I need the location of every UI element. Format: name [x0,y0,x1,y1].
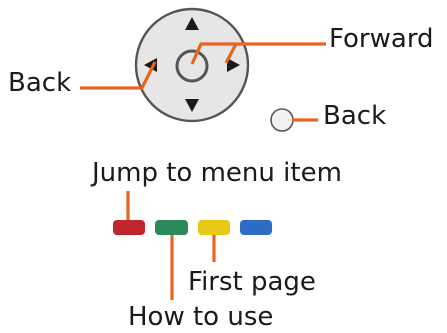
back-left-leader-line [80,61,157,90]
back-label-left: Back [8,68,72,98]
jump-to-menu-item-label: Jump to menu item [92,158,342,188]
back-button-icon [270,108,294,132]
yellow-button-icon [198,220,230,235]
green-button-icon [155,220,188,235]
down-arrow-icon [185,99,199,112]
leader-lines [80,42,326,300]
blue-button-icon [240,220,272,235]
up-arrow-icon [185,17,199,30]
first-page-label: First page [188,267,316,297]
navigation-pad-icon [134,7,250,123]
back-button-label: Back [323,101,387,131]
right-arrow-icon [227,58,240,72]
how-to-use-label: How to use [128,302,274,332]
forward-pointer-line [224,43,238,64]
forward-leader-line [190,42,326,65]
ok-ring-icon [175,49,209,83]
color-buttons [113,220,272,235]
red-button-icon [113,220,145,235]
forward-label: Forward [329,24,434,54]
